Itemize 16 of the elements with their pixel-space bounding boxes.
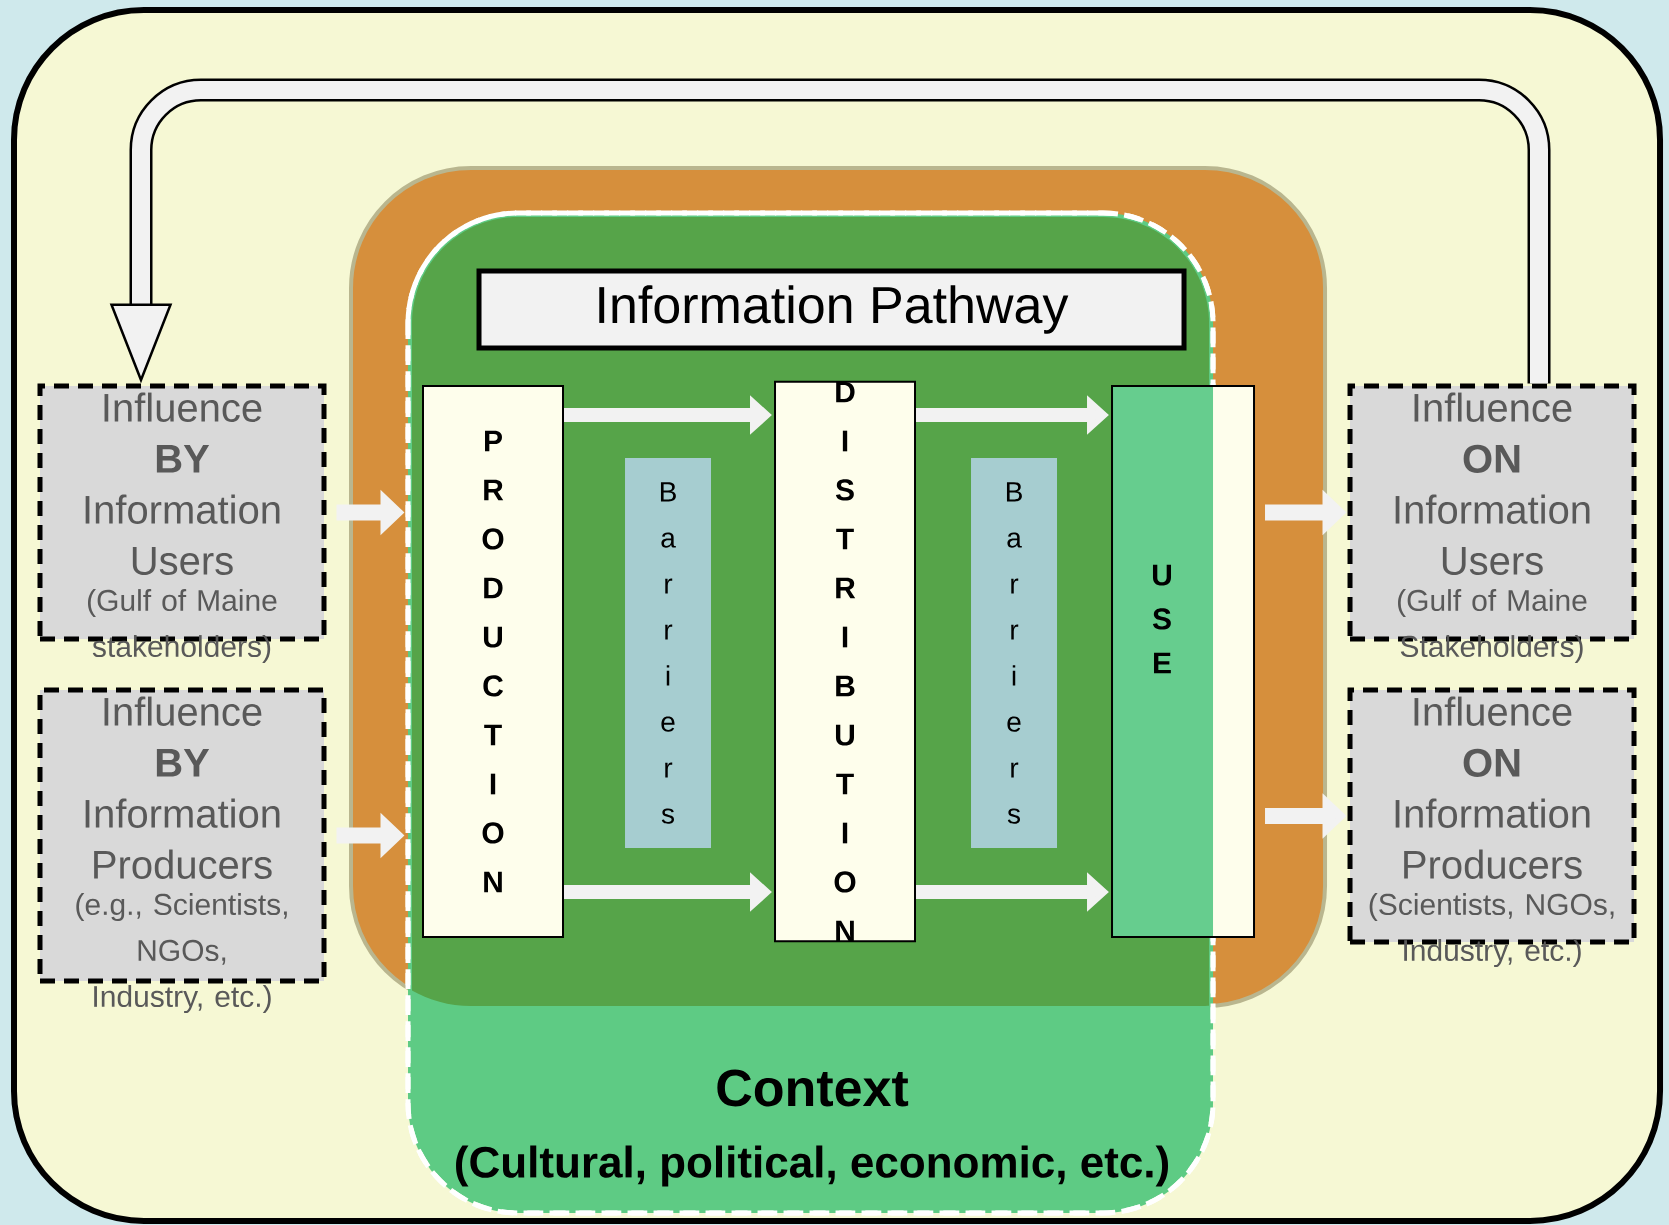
influence-label: Influence ON Information Producers [1395, 696, 1590, 879]
stage-column: U S E [1111, 385, 1255, 938]
barrier-bar: B a r r i e r s [971, 458, 1057, 848]
stage-column: D I S T R I B U T I O N [774, 380, 916, 943]
influence-label: Influence ON Information Users [1395, 392, 1590, 575]
note-text: (e.g., Scientists, NGOs, Industry, etc.) [76, 893, 287, 1014]
influence-label: Influence BY Information Users [85, 392, 280, 575]
context-subheading: (Cultural, political, economic, etc.) [456, 1145, 1168, 1187]
stage-column: P R O D U C T I O N [422, 385, 564, 938]
title-box: Information Pathway [476, 268, 1187, 351]
barrier-bar: B a r r i e r s [625, 458, 711, 848]
influence-label: Influence BY Information Producers [85, 696, 280, 879]
note-text: (Gulf of Maine stakeholders) [88, 589, 277, 664]
note-text: (Gulf of Maine Stakeholders) [1398, 589, 1587, 664]
note-text: (Scientists, NGOs, Industry, etc.) [1369, 893, 1614, 968]
context-heading: Context [717, 1069, 909, 1107]
